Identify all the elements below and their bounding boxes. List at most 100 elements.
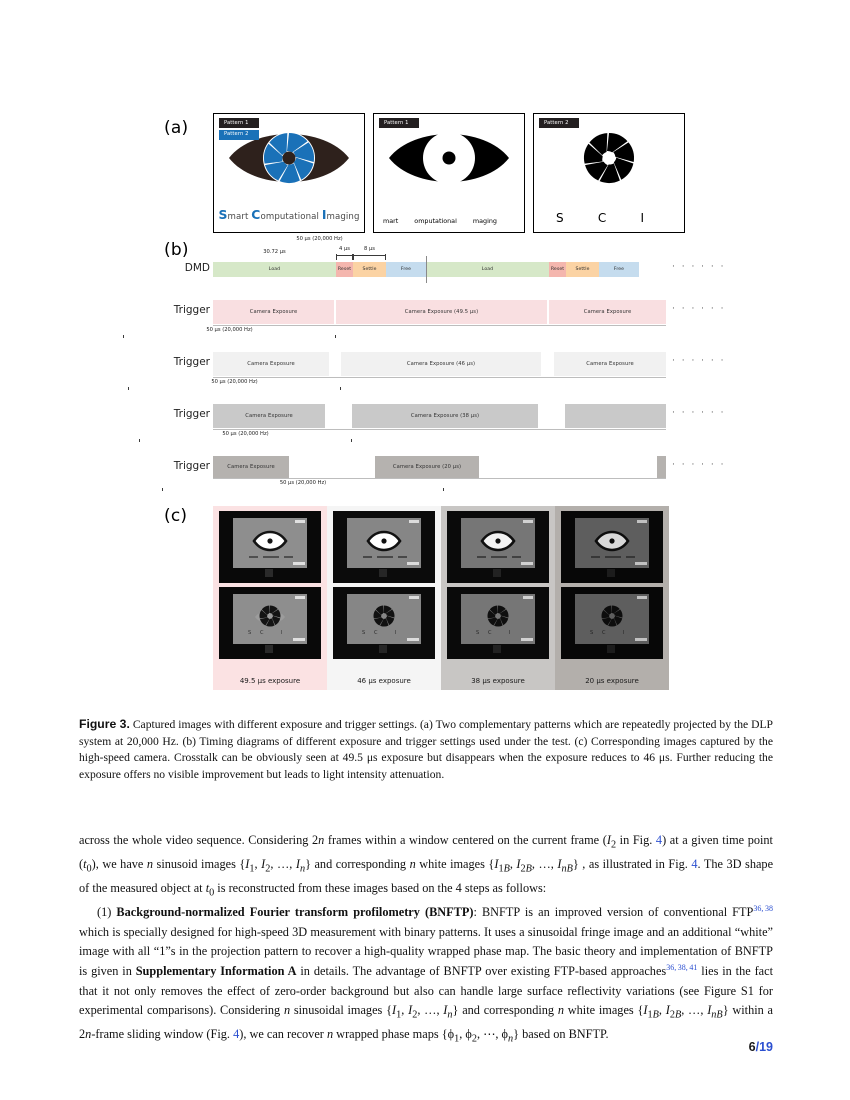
word-omputational: omputational xyxy=(414,217,457,225)
dmd-seg-load-2: Load xyxy=(426,262,549,277)
dim-label: 8 µs xyxy=(361,246,378,252)
exposure-seg-a: Camera Exposure xyxy=(213,404,325,428)
trigger-20-dots: · · · · · · xyxy=(672,460,726,470)
capture-caption-49-5: 49.5 µs exposure xyxy=(239,677,301,685)
figure-caption-title: Figure 3. xyxy=(79,717,130,731)
trigger-46-baseline xyxy=(213,377,666,378)
capture-column-49-5: S C I 49.5 µs exposure xyxy=(213,506,327,690)
dim-dmd-load: 30.72 µs xyxy=(213,248,336,261)
pattern-tags-combined: Pattern 1 Pattern 2 xyxy=(219,118,259,140)
panel-c-label: (c) xyxy=(164,506,188,526)
dim-label: 4 µs xyxy=(336,246,353,252)
dmd-track: Load Reset Settle Free Load Reset Settle… xyxy=(213,262,666,277)
dmd-seg-load-1: Load xyxy=(213,262,336,277)
svg-text:I: I xyxy=(623,630,624,636)
trigger-20-baseline xyxy=(213,478,666,479)
dim-dmd-reset: 4 µs xyxy=(336,245,353,261)
capture-eye-49-5 xyxy=(219,511,321,583)
dmd-seg-reset-2: Reset xyxy=(549,262,566,277)
pattern-tags-1: Pattern 1 xyxy=(379,118,419,129)
trigger-49-5-track: Camera Exposure Camera Exposure (49.5 µs… xyxy=(213,300,666,324)
panel-b-timing-diagrams: DMD 50 µs (20,000 Hz) 30.72 µs 4 µs 8 µs xyxy=(0,235,850,491)
exposure-seg-a: Camera Exposure xyxy=(213,456,289,478)
body-paragraph-2: (1) Background-normalized Fourier transf… xyxy=(79,904,774,1045)
row-label-trigger-3: Trigger xyxy=(173,408,210,420)
trigger-38-track: Camera Exposure Camera Exposure (38 µs) xyxy=(213,404,666,428)
word-mart: mart xyxy=(383,217,399,225)
letter-s: S xyxy=(556,211,564,225)
svg-text:C: C xyxy=(488,630,492,636)
dim-dmd-settle: 8 µs xyxy=(353,245,386,261)
row-label-trigger-4: Trigger xyxy=(173,460,210,472)
dmd-seg-settle-2: Settle xyxy=(566,262,599,277)
dim-trigger-20: 50 µs (20,000 Hz) xyxy=(162,479,444,492)
tag-pattern-2: Pattern 2 xyxy=(219,129,259,140)
panel-a-images: Pattern 1 Pattern 2 xyxy=(213,113,685,233)
dim-label: 50 µs (20,000 Hz) xyxy=(208,379,261,385)
tag-pattern-1: Pattern 1 xyxy=(219,118,259,129)
word-maging: maging xyxy=(472,217,497,225)
svg-text:C: C xyxy=(374,630,378,636)
panel-a-label: (a) xyxy=(164,118,189,138)
dim-dmd-50us: 50 µs (20,000 Hz) xyxy=(213,235,426,248)
capture-caption-38: 38 µs exposure xyxy=(471,677,525,685)
svg-text:C: C xyxy=(260,630,264,636)
svg-text:I: I xyxy=(509,630,510,636)
trigger-20-track: Camera Exposure Camera Exposure (20 µs) xyxy=(213,456,666,478)
capture-eye-20 xyxy=(561,511,663,583)
figure-caption: Figure 3. Captured images with different… xyxy=(79,716,773,783)
dmd-seg-settle-1: Settle xyxy=(353,262,386,277)
capture-eye-46 xyxy=(333,511,435,583)
capture-column-38: S C I 38 µs exposure xyxy=(441,506,555,690)
body-text: across the whole video sequence. Conside… xyxy=(79,831,773,1049)
pattern-box-1: Pattern 1 mart omputational maging xyxy=(373,113,525,233)
svg-text:S: S xyxy=(590,630,593,636)
trigger-49-5-baseline xyxy=(213,325,666,326)
page-separator: / xyxy=(755,1040,760,1054)
dim-label: 50 µs (20,000 Hz) xyxy=(293,236,346,242)
row-label-dmd: DMD xyxy=(184,262,210,274)
row-label-trigger-2: Trigger xyxy=(173,356,210,368)
svg-text:S: S xyxy=(248,630,251,636)
dim-trigger-38: 50 µs (20,000 Hz) xyxy=(139,430,352,443)
dmd-seg-free-2: Free xyxy=(599,262,639,277)
pattern-1-words: mart omputational maging xyxy=(374,217,524,225)
row-label-trigger-1: Trigger xyxy=(173,304,210,316)
dim-label: 30.72 µs xyxy=(260,249,289,255)
exposure-seg-c xyxy=(565,404,666,428)
trigger-38-baseline xyxy=(213,429,666,430)
pattern-tags-2: Pattern 2 xyxy=(539,118,579,129)
dim-label: 50 µs (20,000 Hz) xyxy=(203,327,256,333)
dim-label: 50 µs (20,000 Hz) xyxy=(276,480,330,486)
svg-text:I: I xyxy=(281,630,282,636)
dim-trigger-49-5: 50 µs (20,000 Hz) xyxy=(123,326,336,339)
page-number: 6 xyxy=(748,1040,756,1054)
panel-c-captured-images: S C I 49.5 µs exposure xyxy=(213,506,669,690)
exposure-seg-c: Camera Exposure xyxy=(549,300,666,324)
exposure-seg-b: Camera Exposure (46 µs) xyxy=(341,352,541,376)
page-total: 19 xyxy=(759,1040,773,1054)
capture-caption-20: 20 µs exposure xyxy=(585,677,639,685)
svg-text:I: I xyxy=(395,630,396,636)
letter-c: C xyxy=(597,211,607,225)
dmd-cycle-guide xyxy=(426,256,427,283)
dim-label: 50 µs (20,000 Hz) xyxy=(219,431,272,437)
svg-text:S: S xyxy=(476,630,479,636)
tag-pattern-1: Pattern 1 xyxy=(379,118,419,129)
sci-logo-color xyxy=(214,122,364,200)
figure-3: (a) Pattern 1 Pattern 2 xyxy=(0,113,850,690)
exposure-seg-b: Camera Exposure (38 µs) xyxy=(352,404,538,428)
dmd-seg-reset-1: Reset xyxy=(336,262,353,277)
body-paragraph-1: across the whole video sequence. Conside… xyxy=(79,833,774,899)
pattern-box-2: Pattern 2 xyxy=(533,113,685,233)
pattern-2-aperture xyxy=(534,122,684,200)
exposure-seg-c: Camera Exposure xyxy=(554,352,666,376)
figure-caption-text: Captured images with different exposure … xyxy=(79,718,773,781)
panel-b-label: (b) xyxy=(164,240,189,260)
pattern-1-eye xyxy=(374,122,524,200)
